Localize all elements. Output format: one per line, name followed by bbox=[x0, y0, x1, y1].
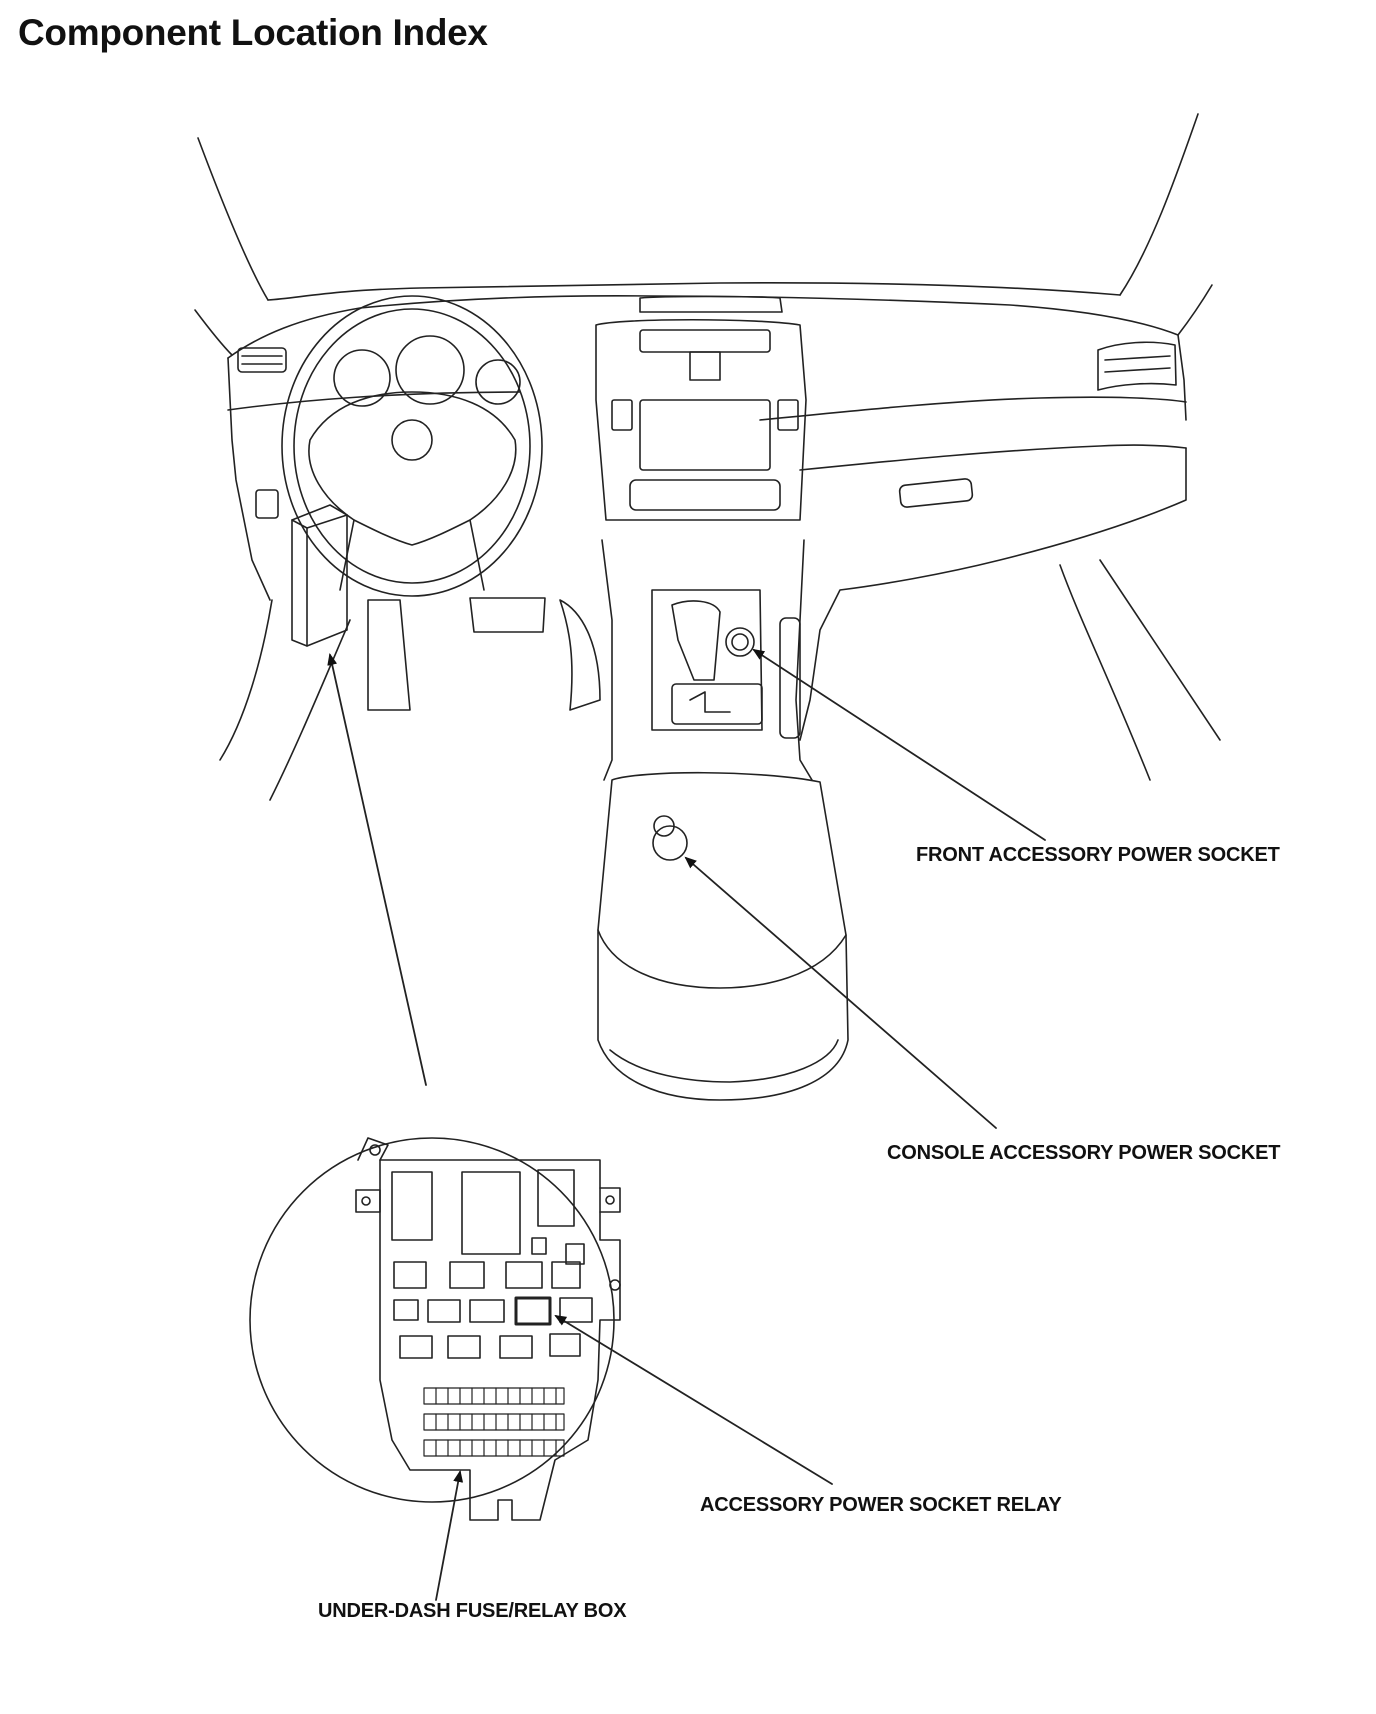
label-front-accessory-power-socket: FRONT ACCESSORY POWER SOCKET bbox=[916, 844, 1280, 866]
leader-front-socket bbox=[752, 648, 1046, 841]
label-accessory-power-socket-relay: ACCESSORY POWER SOCKET RELAY bbox=[700, 1494, 1062, 1516]
leader-socket-relay bbox=[554, 1314, 833, 1485]
leader-fuse-box-module bbox=[327, 653, 427, 1086]
leader-console-socket bbox=[684, 856, 997, 1129]
center-console bbox=[597, 539, 849, 1101]
steering-wheel bbox=[281, 295, 543, 597]
label-under-dash-fuse-relay-box: UNDER-DASH FUSE/RELAY BOX bbox=[318, 1600, 627, 1622]
left-kick-panel bbox=[219, 599, 351, 801]
page-title: Component Location Index bbox=[18, 12, 488, 53]
fuse-box-module bbox=[291, 504, 348, 647]
label-console-accessory-power-socket: CONSOLE ACCESSORY POWER SOCKET bbox=[887, 1142, 1281, 1164]
pedals bbox=[367, 597, 601, 711]
fuse-box-detail bbox=[249, 1137, 621, 1521]
dashboard bbox=[227, 295, 1221, 781]
leader-fuse-box bbox=[435, 1470, 464, 1601]
windshield-pillars bbox=[194, 113, 1213, 356]
leader-lines bbox=[327, 648, 1046, 1601]
center-stack bbox=[595, 295, 807, 521]
